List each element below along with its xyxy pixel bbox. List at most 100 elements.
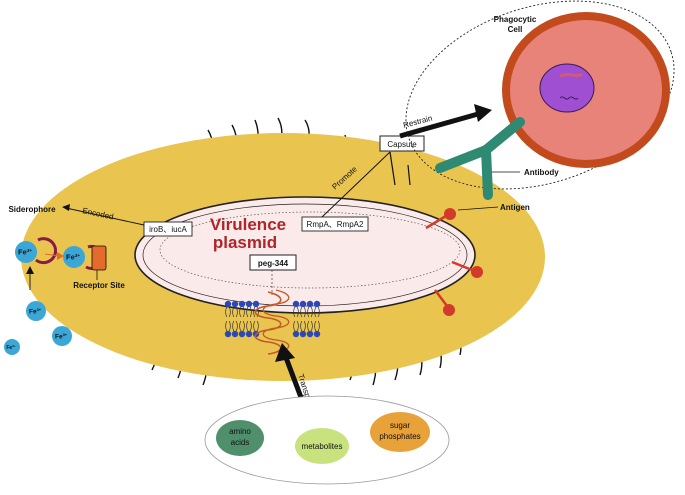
lipid-tail	[242, 320, 245, 332]
capsule-pili-1	[389, 151, 396, 186]
uptake-arrowhead	[26, 266, 34, 274]
sugar-phosphates-circle	[370, 412, 430, 452]
lipid-tail	[249, 320, 252, 332]
lipid-tail	[300, 306, 303, 318]
lipid-head	[231, 330, 239, 338]
lipid-head	[292, 300, 300, 308]
iron-ion-label: Fe3+	[55, 332, 68, 340]
lipid-head	[299, 300, 307, 308]
iron-ion-icon	[15, 241, 37, 263]
lipid-head	[238, 330, 246, 338]
lipid-tail	[300, 320, 303, 332]
lipid-tail	[246, 320, 249, 332]
antibody-icon	[435, 117, 525, 200]
lipid-head	[238, 300, 246, 308]
lipid-tail	[296, 306, 299, 318]
lipid-head	[306, 330, 314, 338]
peg-coil	[254, 291, 282, 355]
sugar-label-1: sugar	[390, 421, 410, 430]
lipid-tail	[228, 306, 231, 318]
rmp-label: RmpA、RmpA2	[307, 220, 364, 229]
lipid-tail	[314, 306, 317, 318]
antigen-group	[425, 208, 483, 316]
lipid-tail	[296, 320, 299, 332]
lipid-tail	[317, 320, 320, 332]
nucleus-squiggle	[559, 96, 579, 100]
transport-arrowhead	[275, 343, 295, 362]
iron-ion-icon	[26, 301, 46, 321]
lipid-tail	[317, 306, 320, 318]
peg-coil-2	[262, 289, 290, 353]
lipid-tail	[310, 306, 313, 318]
capsule-label: Capsule	[387, 140, 417, 149]
antigen-label: Antigen	[500, 203, 530, 212]
iro-iuc-box	[143, 221, 193, 237]
metabolites-circle	[295, 428, 349, 464]
lipid-tail	[235, 320, 238, 332]
lipid-tail	[307, 306, 310, 318]
receptor-site	[91, 245, 107, 271]
lipid-tail	[225, 306, 228, 318]
lipid-head	[224, 300, 232, 308]
lipid-tail	[225, 320, 228, 332]
lipid-tail	[310, 320, 313, 332]
antigen-pointer	[457, 206, 499, 211]
iron-ions: Fe3+Fe3+Fe3+Fe3+Fe3+	[4, 241, 85, 355]
lipid-head	[224, 330, 232, 338]
lipid-tail	[228, 320, 231, 332]
peg-box	[249, 254, 297, 271]
lipid-tail	[235, 306, 238, 318]
amino-acids-label-1: amino	[229, 427, 251, 436]
virulence-plasmid	[134, 196, 476, 314]
lipid-tail	[303, 320, 306, 332]
lipid-head	[306, 300, 314, 308]
rmp-box	[301, 216, 369, 232]
lipid-tail	[249, 306, 252, 318]
iron-ion-label: Fe3+	[29, 307, 42, 315]
lipid-head	[245, 300, 253, 308]
promote-line	[321, 151, 391, 218]
plasmid-dotted-ring	[159, 211, 461, 289]
peg-label: peg-344	[258, 259, 289, 268]
phagocyte-label-2: Cell	[508, 25, 523, 34]
iron-ion-label: Fe3+	[6, 344, 16, 351]
iron-ion-icon	[63, 246, 85, 268]
lipid-tail	[253, 306, 256, 318]
phagocyte-dotted-border	[405, 0, 675, 190]
lipid-tail	[256, 320, 259, 332]
lipid-tail	[253, 320, 256, 332]
receptor-site-label: Receptor Site	[73, 281, 125, 290]
iron-ion-icon	[52, 326, 72, 346]
lipid-tail	[303, 306, 306, 318]
restrain-arrow	[399, 111, 479, 139]
lipid-tail	[293, 320, 296, 332]
fe-transfer-arrowhead	[57, 252, 64, 260]
restrain-arrowhead	[474, 104, 492, 122]
encoded-arrow	[65, 207, 145, 226]
lipid-tail	[232, 306, 235, 318]
phagocyte-label-1: Phagocytic	[494, 15, 537, 24]
lipid-head	[313, 330, 321, 338]
lipid-tail	[307, 320, 310, 332]
iron-ion-icon	[4, 339, 20, 355]
lipid-tail	[239, 306, 242, 318]
lipid-head	[245, 330, 253, 338]
lipid-head	[299, 330, 307, 338]
lipid-tail	[293, 306, 296, 318]
siderophore-label: Siderophore	[8, 205, 56, 214]
iro-iuc-label: iroB、iucA	[149, 225, 187, 234]
plasmid-title-2: plasmid	[213, 233, 277, 252]
amino-acids-label-2: acids	[231, 438, 250, 447]
lipid-tail	[242, 306, 245, 318]
siderophore-claw	[35, 237, 57, 265]
lipid-tail	[232, 320, 235, 332]
lipid-head	[231, 300, 239, 308]
lipid-head	[252, 300, 260, 308]
iron-ion-label: Fe3+	[18, 248, 32, 257]
lipid-bilayer	[224, 300, 321, 338]
sugar-label-2: phosphates	[379, 432, 420, 441]
encoded-arrowhead	[62, 204, 70, 211]
capsule-pili-2	[407, 164, 411, 186]
